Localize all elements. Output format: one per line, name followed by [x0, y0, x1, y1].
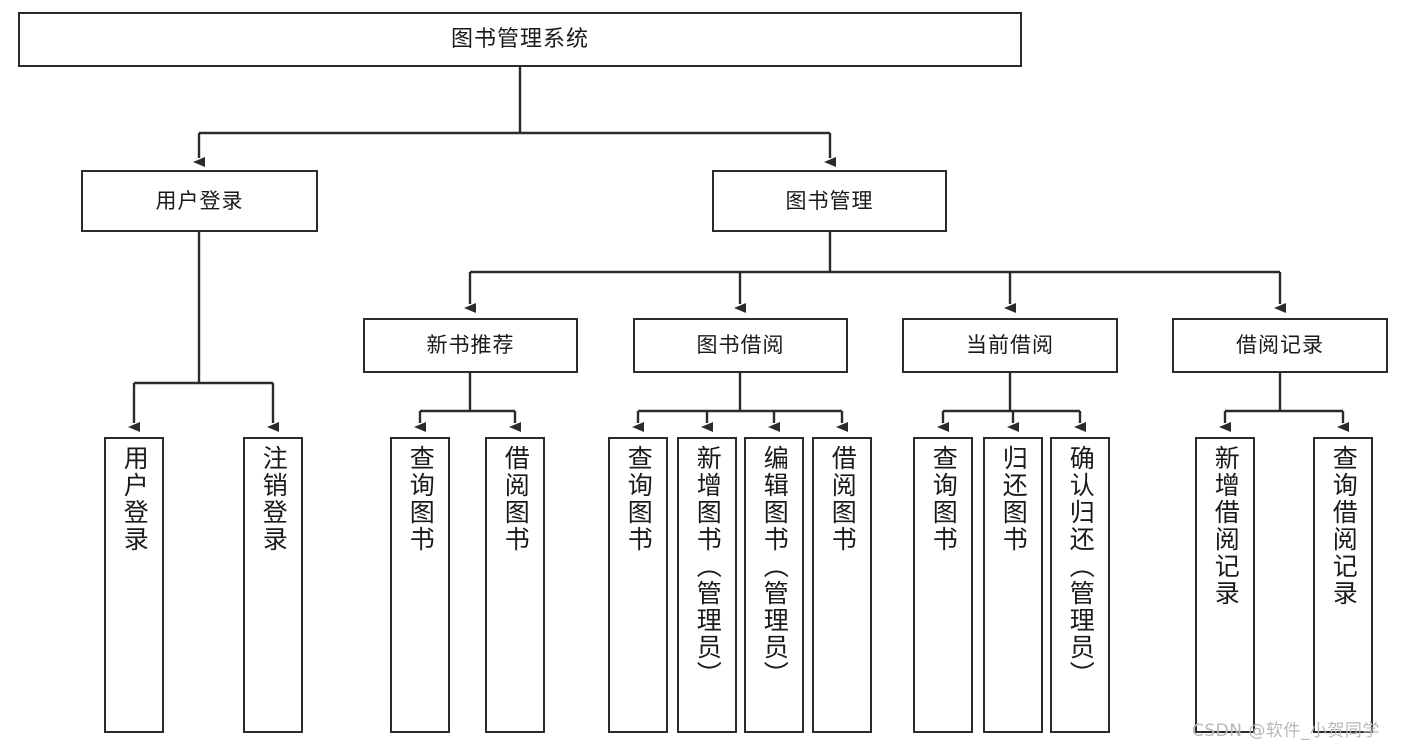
leaf-node-label: 归还图书 — [999, 445, 1029, 553]
leaf-node-label: 用户登录 — [120, 445, 150, 553]
csdn-watermark: CSDN @软件_小贺同学 — [1192, 721, 1380, 741]
node-book-borrow[interactable]: 图书借阅 — [633, 318, 848, 373]
leaf-node-label: 编辑图书（管理员） — [760, 445, 790, 688]
leaf-node[interactable]: 编辑图书（管理员） — [744, 437, 804, 733]
leaf-node[interactable]: 新增借阅记录 — [1195, 437, 1255, 733]
leaf-node-label: 查询图书 — [406, 445, 436, 553]
leaf-node-label: 确认归还（管理员） — [1066, 445, 1096, 688]
leaf-node[interactable]: 归还图书 — [983, 437, 1043, 733]
leaf-node[interactable]: 查询借阅记录 — [1313, 437, 1373, 733]
leaf-node[interactable]: 借阅图书 — [812, 437, 872, 733]
leaf-node[interactable]: 查询图书 — [390, 437, 450, 733]
leaf-node-label: 注销登录 — [259, 445, 289, 553]
node-book-management-label: 图书管理 — [785, 188, 874, 213]
leaf-node[interactable]: 新增图书（管理员） — [677, 437, 737, 733]
node-current-borrow[interactable]: 当前借阅 — [902, 318, 1118, 373]
leaf-node-label: 借阅图书 — [501, 445, 531, 553]
node-borrow-record-label: 借阅记录 — [1236, 333, 1324, 357]
leaf-node-label: 新增借阅记录 — [1211, 445, 1241, 607]
node-borrow-record[interactable]: 借阅记录 — [1172, 318, 1388, 373]
leaf-node[interactable]: 确认归还（管理员） — [1050, 437, 1110, 733]
leaf-node[interactable]: 注销登录 — [243, 437, 303, 733]
leaf-node-label: 查询图书 — [624, 445, 654, 553]
node-book-borrow-label: 图书借阅 — [696, 333, 785, 357]
node-new-book-recommend[interactable]: 新书推荐 — [363, 318, 578, 373]
leaf-node-label: 查询图书 — [929, 445, 959, 553]
node-user-login-label: 用户登录 — [155, 188, 244, 213]
leaf-node[interactable]: 用户登录 — [104, 437, 164, 733]
node-new-book-recommend-label: 新书推荐 — [426, 333, 515, 357]
node-book-management[interactable]: 图书管理 — [712, 170, 947, 232]
leaf-node[interactable]: 查询图书 — [608, 437, 668, 733]
node-root-label: 图书管理系统 — [450, 26, 589, 52]
leaf-node-label: 借阅图书 — [828, 445, 858, 553]
leaf-node-label: 查询借阅记录 — [1329, 445, 1359, 607]
node-user-login[interactable]: 用户登录 — [81, 170, 318, 232]
leaf-node[interactable]: 借阅图书 — [485, 437, 545, 733]
node-root[interactable]: 图书管理系统 — [18, 12, 1022, 67]
node-current-borrow-label: 当前借阅 — [966, 333, 1054, 357]
leaf-node-label: 新增图书（管理员） — [693, 445, 723, 688]
leaf-node[interactable]: 查询图书 — [913, 437, 973, 733]
